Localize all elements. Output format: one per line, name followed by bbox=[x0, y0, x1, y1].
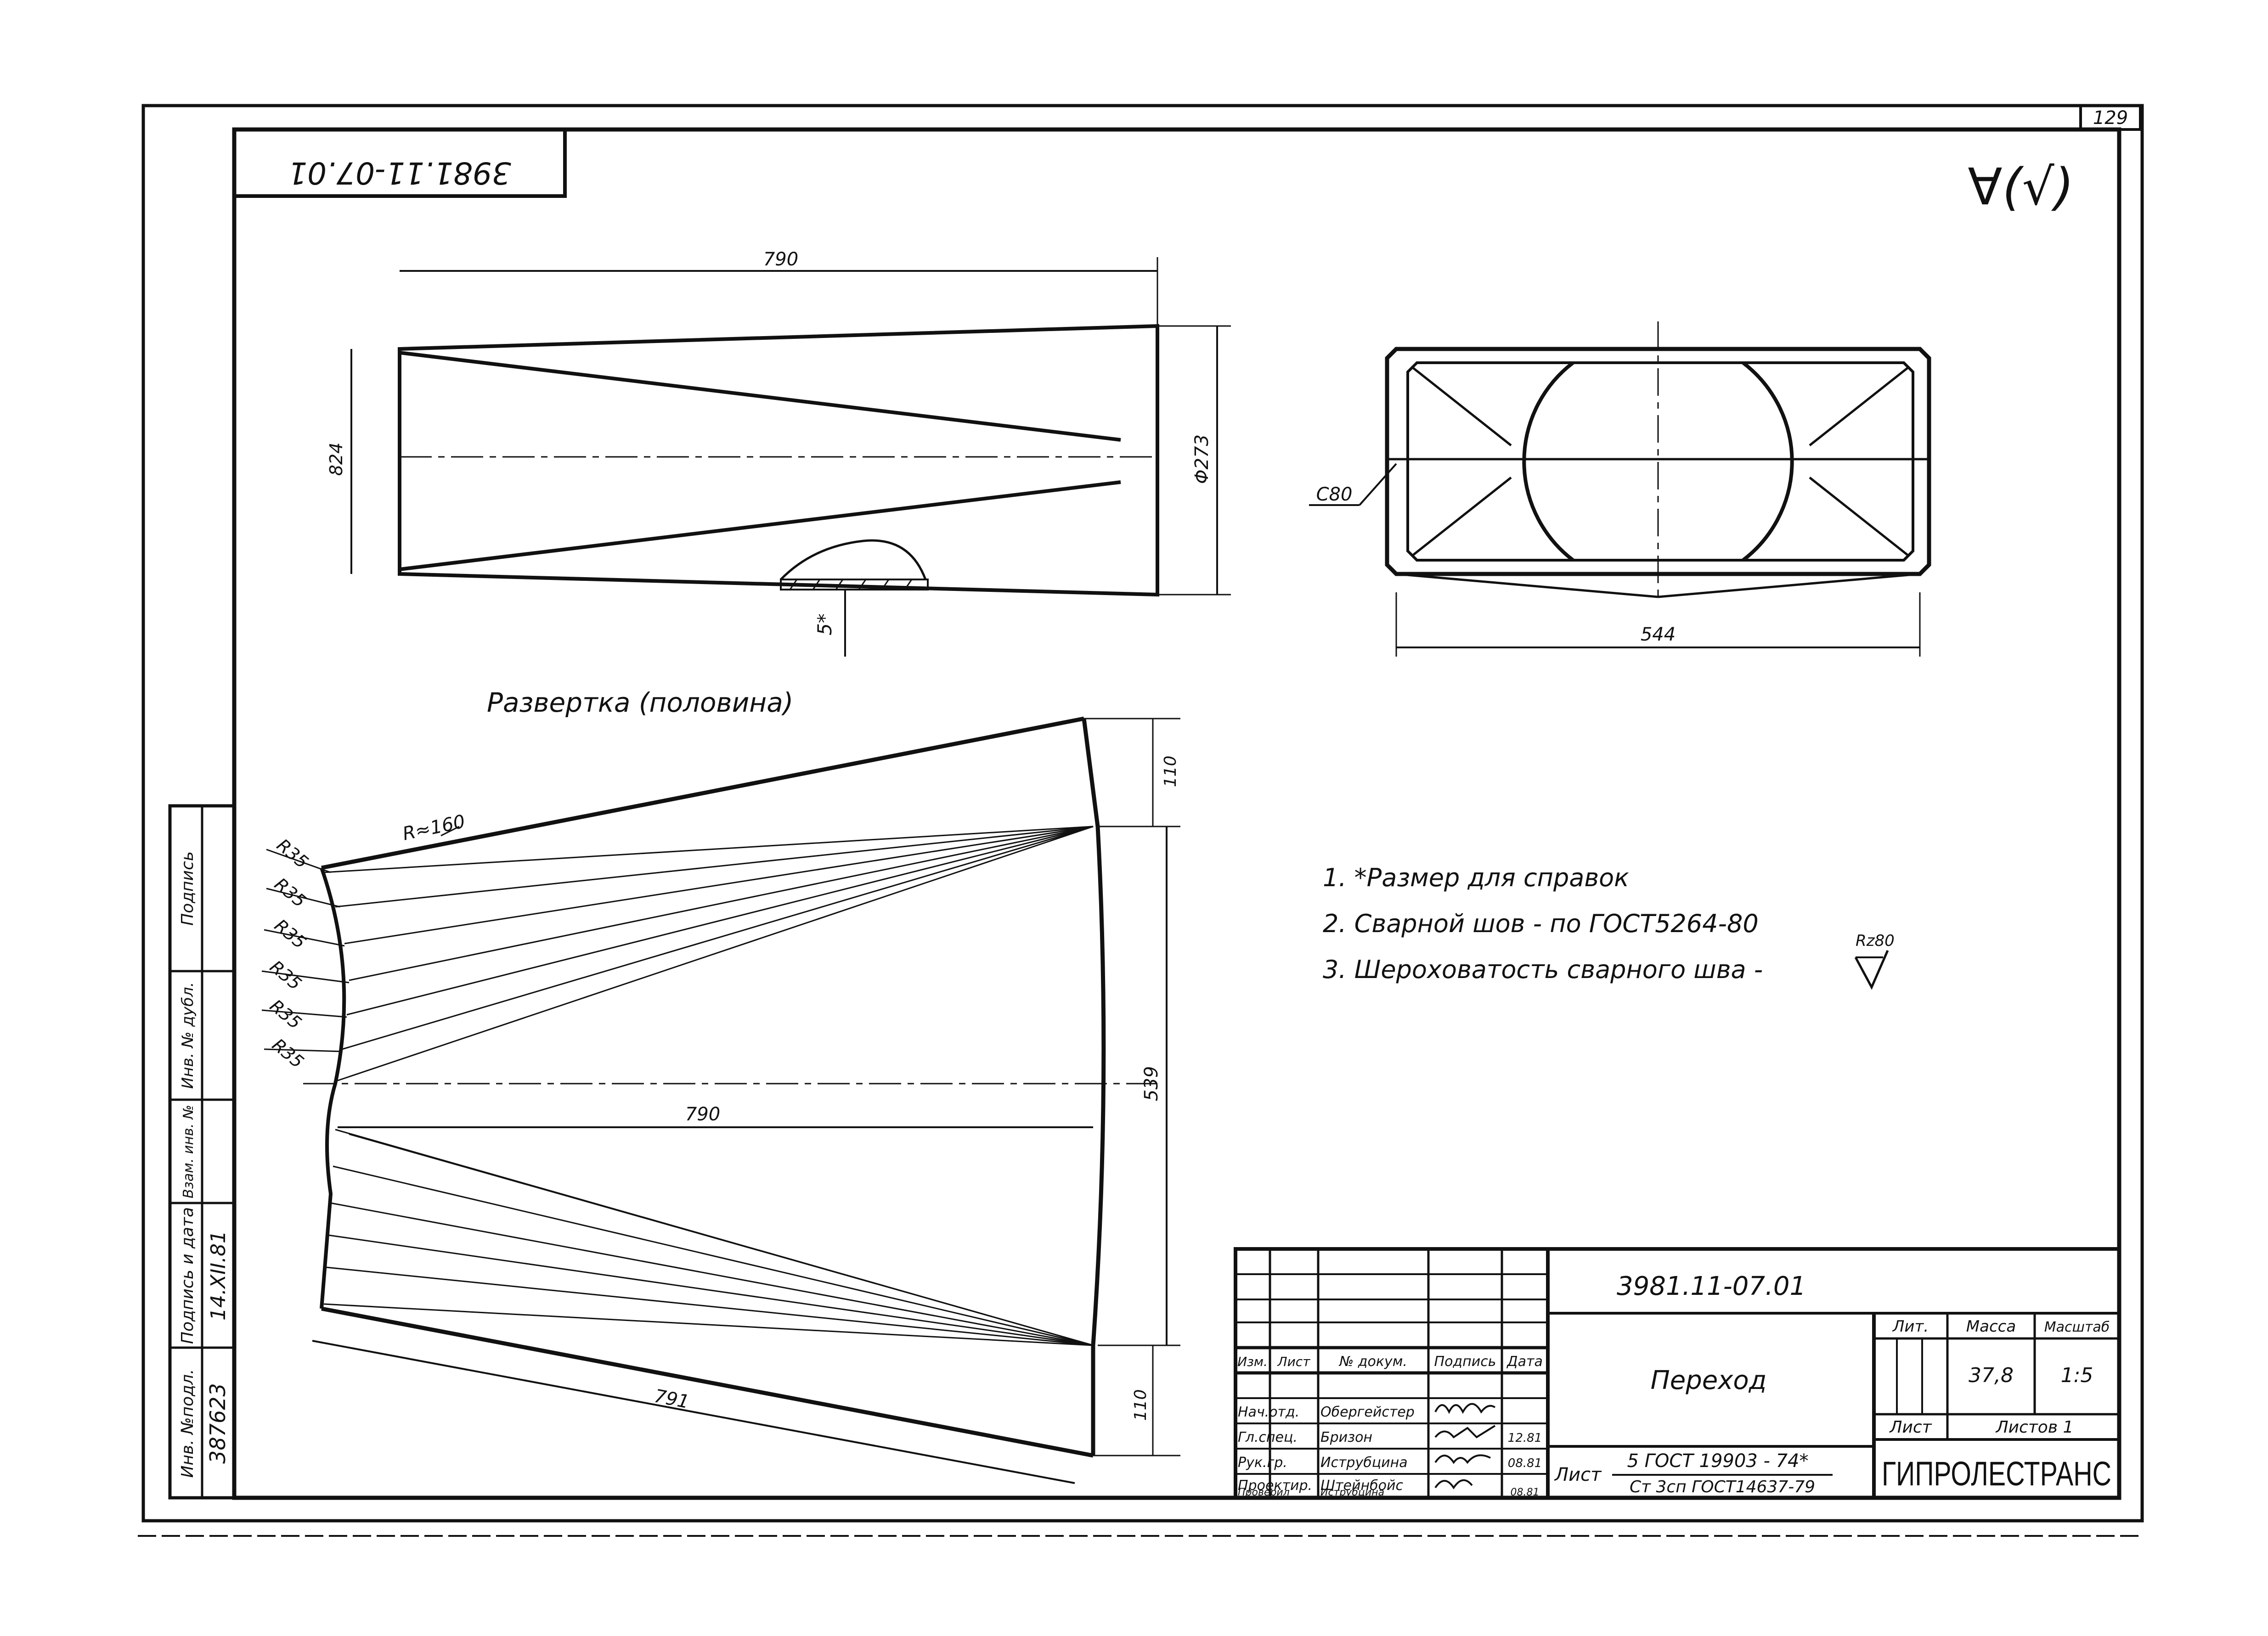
note-1: 1. *Размер для справок bbox=[1323, 863, 1629, 892]
tb-date-5: 08.81 bbox=[1511, 1487, 1540, 1498]
inner-frame bbox=[232, 127, 2121, 1500]
side-dim-diameter: Φ273 bbox=[1191, 434, 1213, 484]
tb-lit-label: Лит. bbox=[1892, 1317, 1929, 1336]
side-dim-weld-ref: 5* bbox=[813, 613, 836, 635]
top-doc-code: 3981.11-07.01 bbox=[288, 155, 511, 191]
tb-name-5: Иструбцина bbox=[1320, 1487, 1384, 1498]
tb-sheets-label: Листов 1 bbox=[1995, 1418, 2074, 1437]
tb-sheet-label: Лист bbox=[1889, 1418, 1932, 1437]
signature-1 bbox=[1434, 1403, 1496, 1414]
tb-header-list: Лист bbox=[1277, 1354, 1311, 1369]
dev-dim-mid-height: 539 bbox=[1141, 1066, 1162, 1101]
strip-label-replace: Взам. инв. № bbox=[181, 1105, 197, 1198]
dev-radius-mark-4: R35 bbox=[266, 956, 305, 994]
dev-radius-mark-1: R35 bbox=[273, 835, 312, 872]
top-code-box bbox=[232, 128, 567, 198]
tb-role-4: Проектир. bbox=[1238, 1478, 1312, 1494]
side-dim-height: 824 bbox=[326, 443, 346, 476]
tb-mass-label: Масса bbox=[1966, 1317, 2016, 1336]
tb-header-sign: Подпись bbox=[1434, 1354, 1496, 1370]
dev-dim-top-offset: 110 bbox=[1161, 756, 1180, 787]
left-strip: Инв. №подл. Подпись и дата Взам. инв. № … bbox=[168, 804, 236, 1500]
signature-2 bbox=[1434, 1425, 1496, 1439]
tb-name-3: Иструбцина bbox=[1320, 1455, 1408, 1471]
tb-date-3: 08.81 bbox=[1508, 1456, 1542, 1470]
tb-doc-code: 3981.11-07.01 bbox=[1617, 1271, 1806, 1301]
tb-role-1: Нач.отд. bbox=[1238, 1404, 1299, 1420]
development-title: Развертка (половина) bbox=[487, 687, 793, 718]
end-dim-width: 544 bbox=[1641, 624, 1676, 645]
tb-part-name: Переход bbox=[1651, 1366, 1767, 1395]
strip-sign-date: 14.XII.81 bbox=[207, 1231, 230, 1321]
tb-date-2: 12.81 bbox=[1508, 1431, 1542, 1445]
tb-material-bottom: Ст 3сп ГОСТ14637-79 bbox=[1630, 1478, 1815, 1496]
tb-mass-value: 37,8 bbox=[1969, 1364, 2014, 1387]
outer-frame bbox=[141, 104, 2144, 1523]
tb-scale-value: 1:5 bbox=[2061, 1364, 2093, 1387]
tb-material-top: 5 ГОСТ 19903 - 74* bbox=[1627, 1450, 1808, 1472]
dev-radius-mark-3: R35 bbox=[271, 915, 310, 953]
strip-inv-number: 387623 bbox=[205, 1383, 230, 1464]
signature-4 bbox=[1434, 1479, 1473, 1490]
page-number: 129 bbox=[2093, 107, 2128, 129]
dev-dim-bottom-length: 791 bbox=[653, 1385, 691, 1413]
dev-radius-mark-5: R35 bbox=[266, 995, 305, 1033]
tb-name-2: Бризон bbox=[1320, 1429, 1372, 1445]
dev-dim-inner-length: 790 bbox=[685, 1104, 720, 1125]
strip-label-inv: Инв. №подл. bbox=[178, 1369, 197, 1478]
dev-dim-bottom-offset: 110 bbox=[1131, 1389, 1150, 1421]
tb-role-2: Гл.спец. bbox=[1238, 1429, 1298, 1445]
end-view: 544 С80 bbox=[1309, 321, 1931, 657]
tb-role-3: Рук.гр. bbox=[1238, 1455, 1287, 1471]
tb-material-label: Лист bbox=[1554, 1464, 1602, 1485]
tb-role-5: Проверил bbox=[1238, 1487, 1290, 1498]
title-block: Изм. Лист № докум. Подпись Дата Нач.отд.… bbox=[1234, 1247, 2121, 1500]
signature-3 bbox=[1434, 1454, 1491, 1464]
note-roughness: Rz80 bbox=[1856, 932, 1895, 950]
dev-radius-mark-6: R35 bbox=[268, 1034, 308, 1072]
tb-header-doc: № докум. bbox=[1338, 1354, 1407, 1370]
side-dim-length: 790 bbox=[763, 249, 798, 270]
side-view: 790 824 Φ273 5* bbox=[326, 249, 1231, 657]
development-view: Развертка (половина) bbox=[261, 687, 1180, 1484]
strip-label-sign: Подпись bbox=[178, 851, 197, 926]
tb-header-date: Дата bbox=[1506, 1354, 1543, 1370]
tb-header-izm: Изм. bbox=[1237, 1354, 1268, 1369]
roughness-symbol bbox=[1854, 950, 1889, 990]
dev-radius-mark-2: R35 bbox=[271, 874, 310, 911]
notes: 1. *Размер для справок 2. Сварной шов - … bbox=[1323, 863, 1895, 990]
note-2: 2. Сварной шов - по ГОСТ5264-80 bbox=[1323, 909, 1759, 938]
page-number-box bbox=[2079, 104, 2142, 131]
tb-name-4: Штейнбойс bbox=[1320, 1478, 1403, 1494]
tb-org-name: ГИПРОЛЕСТРАНС bbox=[1882, 1455, 2111, 1493]
strip-label-sign-date: Подпись и дата bbox=[178, 1207, 197, 1344]
tb-scale-label: Масштаб bbox=[2044, 1319, 2110, 1335]
note-3: 3. Шероховатость сварного шва - bbox=[1323, 955, 1763, 984]
end-chamfer-label: С80 bbox=[1316, 484, 1353, 505]
strip-label-dup: Инв. № дубл. bbox=[179, 982, 197, 1089]
roughness-mark: ∀(√) bbox=[1968, 157, 2074, 216]
tb-name-1: Обергейстер bbox=[1320, 1404, 1415, 1420]
